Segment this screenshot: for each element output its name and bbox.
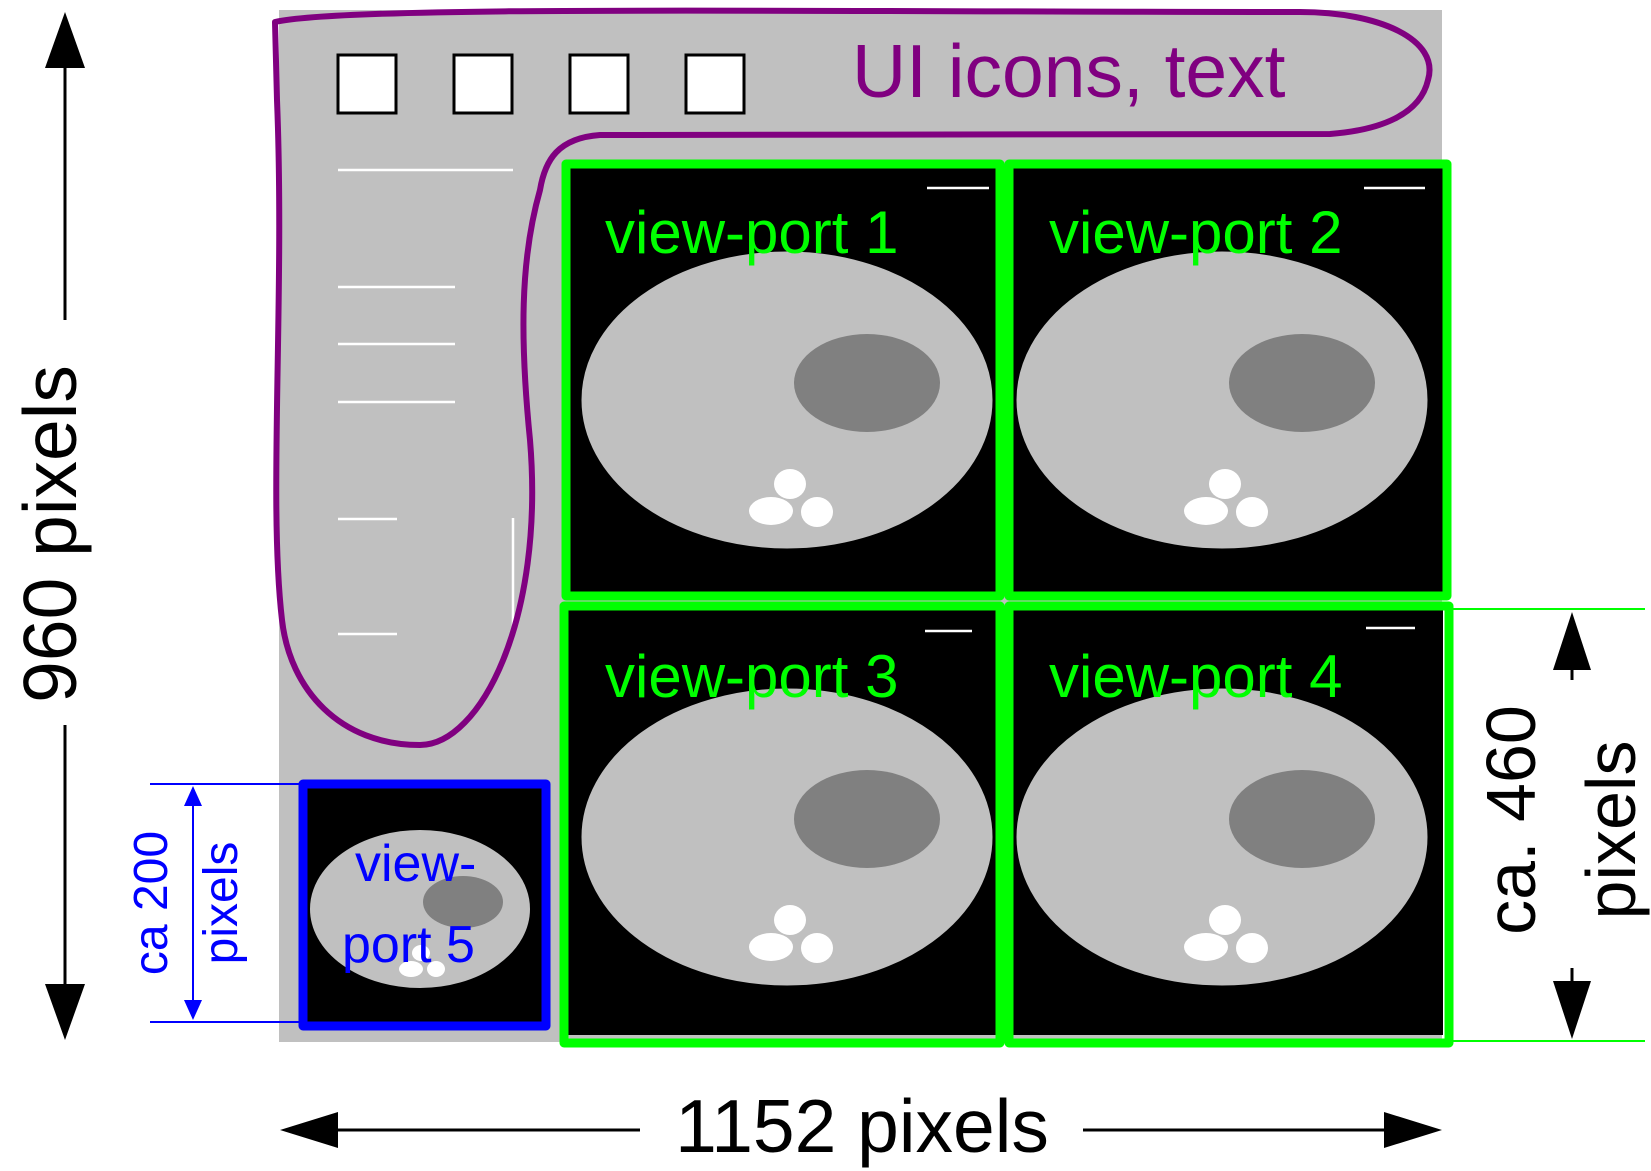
viewport-3-label: view-port 3 <box>605 643 898 710</box>
viewport-3-frame[interactable] <box>559 601 1005 1048</box>
viewport-1-image <box>578 248 996 552</box>
small-viewport-height-dimension: ca 200 pixels <box>125 783 305 1023</box>
screen-height-label: 960 pixels <box>8 365 92 703</box>
toolbar-button-2-icon[interactable] <box>452 53 514 115</box>
toolbar-button-1-icon[interactable] <box>336 53 398 115</box>
toolbar-button-3-icon[interactable] <box>568 53 630 115</box>
screen-width-dimension: 1152 pixels <box>280 1084 1442 1168</box>
viewport-5-label-line2: port 5 <box>342 916 475 974</box>
toolbar-icons <box>336 53 746 115</box>
viewport-3-image <box>578 685 996 989</box>
viewport-2-frame[interactable] <box>1004 159 1452 601</box>
arrow-left-icon <box>280 1112 338 1148</box>
viewport-4-label: view-port 4 <box>1049 643 1342 710</box>
ui-region-outline <box>272 7 1433 748</box>
viewport-2-label: view-port 2 <box>1049 199 1342 266</box>
viewport-2-image <box>1013 248 1431 552</box>
viewport-height-label-line2: pixels <box>1572 741 1650 920</box>
viewport-5-frame[interactable] <box>298 779 551 1031</box>
side-panel-text-lines <box>338 168 515 636</box>
viewport-1-frame[interactable] <box>561 159 1005 601</box>
arrow-down-icon <box>45 984 85 1040</box>
arrow-up-icon <box>45 12 85 68</box>
arrow-down-icon <box>1553 981 1591 1039</box>
arrow-down-icon <box>184 1000 202 1020</box>
arrow-right-icon <box>1384 1112 1442 1148</box>
screen-height-dimension: 960 pixels <box>8 12 92 1040</box>
viewport-5-label-line1: view- <box>355 835 476 893</box>
small-viewport-height-label-line1: ca 200 <box>125 831 178 975</box>
viewport-height-label-line1: ca. 460 <box>1472 705 1550 935</box>
ui-region-label: UI icons, text <box>852 29 1286 113</box>
viewport-1-label: view-port 1 <box>605 199 898 266</box>
toolbar-button-4-icon[interactable] <box>684 53 746 115</box>
viewport-5-image <box>308 828 532 990</box>
scale-bars <box>925 186 1425 633</box>
screen-width-label: 1152 pixels <box>675 1084 1049 1168</box>
arrow-up-icon <box>1553 612 1591 670</box>
small-viewport-height-label-line2: pixels <box>195 842 248 965</box>
arrow-up-icon <box>184 786 202 806</box>
viewport-4-frame[interactable] <box>1004 601 1454 1048</box>
viewport-4-image <box>1013 685 1431 989</box>
viewport-height-dimension: ca. 460 pixels <box>1445 608 1650 1042</box>
